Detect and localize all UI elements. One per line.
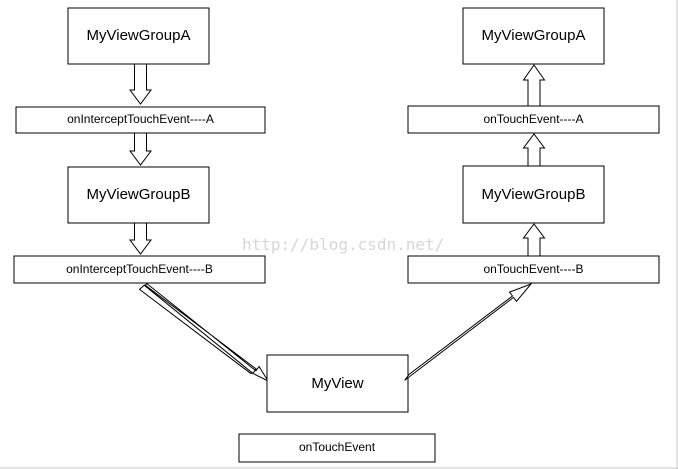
left-group-a-node: MyViewGroupA bbox=[67, 7, 210, 65]
right-touch-a-label: onTouchEvent----A bbox=[483, 112, 583, 126]
left-intercept-a-label: onInterceptTouchEvent----A bbox=[67, 112, 214, 126]
right-group-b-node: MyViewGroupB bbox=[462, 165, 605, 224]
left-group-b-label: MyViewGroupB bbox=[87, 186, 191, 203]
left-intercept-b-node: onInterceptTouchEvent----B bbox=[13, 255, 266, 284]
left-intercept-b-label: onInterceptTouchEvent----B bbox=[66, 262, 213, 276]
view-touch-label: onTouchEvent bbox=[299, 440, 376, 454]
arrow-down-group-b-to-intercept-b bbox=[129, 222, 152, 255]
arrow-up-touch-b-to-group-b bbox=[522, 223, 546, 257]
arrow-down-intercept-a-to-group-b bbox=[129, 132, 152, 166]
left-group-b-node: MyViewGroupB bbox=[67, 166, 210, 224]
view-node: MyView bbox=[266, 354, 409, 413]
right-group-b-label: MyViewGroupB bbox=[482, 186, 586, 203]
arrow-diagonal-view-to-touch-b bbox=[404, 282, 533, 381]
left-intercept-a-node: onInterceptTouchEvent----A bbox=[15, 106, 266, 134]
arrow-up-group-b-to-touch-a bbox=[522, 133, 546, 167]
right-touch-b-node: onTouchEvent----B bbox=[407, 255, 660, 284]
arrow-up-touch-a-to-group-a bbox=[522, 64, 546, 107]
right-group-a-node: MyViewGroupA bbox=[462, 7, 605, 65]
right-group-a-label: MyViewGroupA bbox=[482, 27, 586, 44]
left-group-a-label: MyViewGroupA bbox=[87, 27, 191, 44]
arrow-down-a-to-intercept-a bbox=[129, 63, 152, 105]
watermark-text: http://blog.csdn.net/ bbox=[242, 235, 444, 254]
view-touch-node: onTouchEvent bbox=[238, 433, 436, 463]
right-touch-b-label: onTouchEvent----B bbox=[483, 262, 583, 276]
view-label: MyView bbox=[311, 375, 363, 392]
arrow-diagonal-intercept-b-to-view bbox=[138, 282, 270, 383]
right-touch-a-node: onTouchEvent----A bbox=[407, 105, 660, 134]
